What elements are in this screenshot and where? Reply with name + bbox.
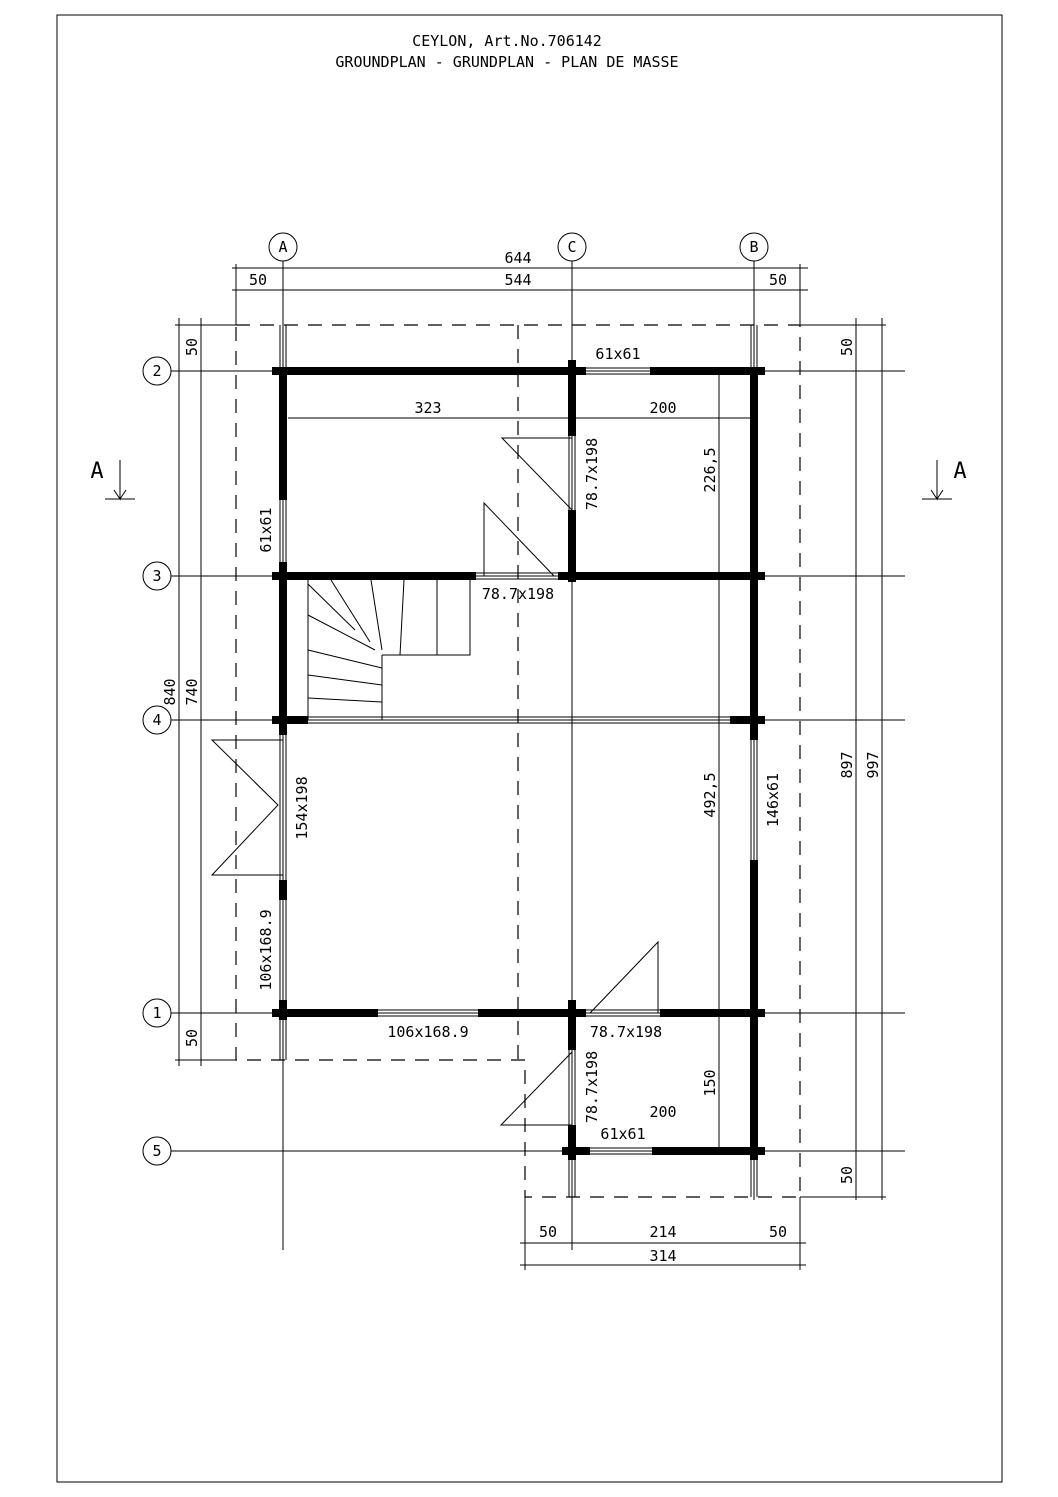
staircase [307, 579, 471, 720]
bottom-total-label: 314 [649, 1247, 676, 1265]
front-door-label: 78.7x198 [590, 1023, 662, 1041]
height-lower-label: 492,5 [701, 772, 719, 817]
dimension-texts: 644 544 50 50 840 740 50 50 897 997 50 5… [161, 249, 882, 1265]
axis-label-1: 1 [152, 1004, 161, 1022]
right-window-label: 146x61 [764, 773, 782, 827]
top-inner-label: 544 [504, 271, 531, 289]
axis-label-2: 2 [152, 362, 161, 380]
bottom-right-label: 50 [769, 1223, 787, 1241]
axis-label-3: 3 [152, 567, 161, 585]
window-glazing [279, 325, 758, 1197]
inner-door-horizontal-label: 78.7x198 [482, 585, 554, 603]
left-door-label: 154x198 [293, 776, 311, 839]
opening-labels: 61x61 61x61 78.7x198 78.7x198 154x198 10… [257, 345, 782, 1143]
right-total-label: 997 [864, 751, 882, 778]
drawing-frame [56, 14, 1003, 1483]
axis-label-5: 5 [152, 1142, 161, 1160]
section-mark-left: A [90, 459, 135, 501]
axis-label-4: 4 [152, 711, 161, 729]
axis-label-c: C [567, 238, 576, 256]
terrace-window-label: 61x61 [600, 1125, 645, 1143]
right-bottom-label: 50 [838, 1166, 856, 1184]
left-total-label: 840 [161, 678, 179, 705]
right-inner-label: 897 [838, 751, 856, 778]
title-line-2: GROUNDPLAN - GRUNDPLAN - PLAN DE MASSE [335, 53, 678, 71]
left-window-lower-label: 106x168.9 [257, 909, 275, 990]
top-left-label: 50 [249, 271, 267, 289]
right-top-label: 50 [838, 338, 856, 356]
title-line-1: CEYLON, Art.No.706142 [412, 32, 602, 50]
top-total-label: 644 [504, 249, 531, 267]
section-label-right: A [953, 459, 966, 484]
terrace-door-label: 78.7x198 [583, 1051, 601, 1123]
walls [272, 360, 765, 1160]
inner-door-vertical-label: 78.7x198 [583, 438, 601, 510]
section-label-left: A [90, 459, 103, 484]
bottom-inner-label: 214 [649, 1223, 676, 1241]
top-right-label: 50 [769, 271, 787, 289]
room-width-left-label: 323 [414, 399, 441, 417]
bottom-left-label: 50 [539, 1223, 557, 1241]
height-terrace-label: 150 [701, 1069, 719, 1096]
bottom-window-label: 106x168.9 [387, 1023, 468, 1041]
terrace-width-label: 200 [649, 1103, 676, 1121]
dimension-lines [175, 264, 886, 1270]
axis-label-b: B [749, 238, 758, 256]
top-window-label: 61x61 [595, 345, 640, 363]
room-width-right-label: 200 [649, 399, 676, 417]
door-swings [210, 437, 659, 1126]
height-upper-label: 226,5 [701, 447, 719, 492]
left-top-label: 50 [183, 338, 201, 356]
axis-label-a: A [278, 238, 287, 256]
section-mark-right: A [922, 459, 967, 501]
left-bottom-label: 50 [183, 1029, 201, 1047]
left-window-upper-label: 61x61 [257, 507, 275, 552]
left-inner-label: 740 [183, 678, 201, 705]
axis-markers: A C B 2 3 4 1 5 [142, 232, 769, 1166]
